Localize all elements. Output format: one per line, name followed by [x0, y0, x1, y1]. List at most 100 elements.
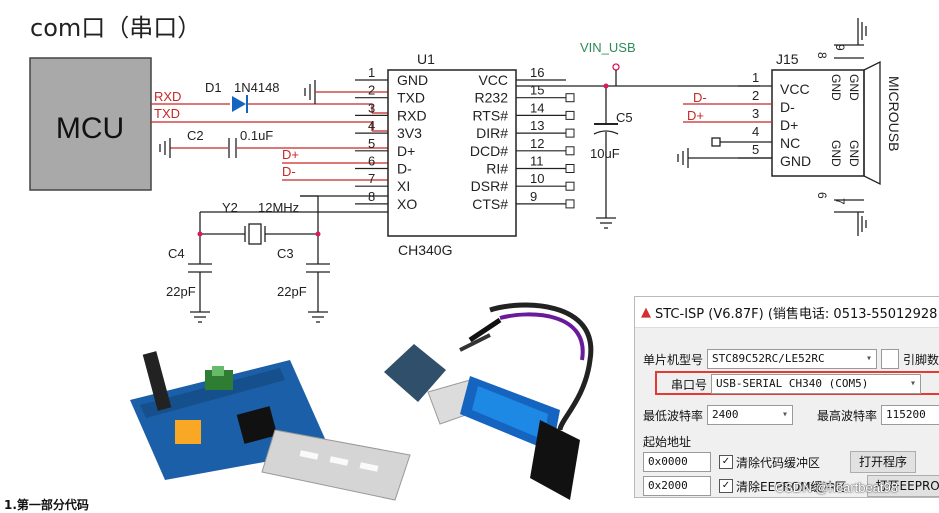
c4-ref: C4: [168, 246, 185, 261]
d1-ref: D1: [205, 80, 222, 95]
isp-clear-code-checkbox[interactable]: ✓: [719, 455, 733, 469]
j15-pin-name: D-: [780, 99, 795, 115]
isp-max-baud-label: 最高波特率: [817, 408, 878, 423]
j15-pin-7: 7: [833, 198, 847, 205]
u1-name: CH340G: [398, 242, 452, 258]
u1-nc-marker: [565, 128, 575, 138]
isp-port-label: 串口号: [671, 377, 708, 392]
isp-chk1-label: 清除代码缓冲区: [736, 455, 821, 470]
isp-start-addr-row: 起始地址: [643, 433, 691, 450]
j15-dplus-net: D+: [687, 108, 704, 123]
u1-pin-num: 3: [368, 100, 375, 115]
capacitor-c4: [188, 263, 212, 323]
j15-pin-8: 8: [815, 52, 829, 59]
isp-chk2-label: 清除EEPROM缓冲区: [736, 479, 847, 494]
u1-pin-num: 11: [530, 154, 544, 169]
diode-d1: [232, 95, 248, 113]
u1-pin-num: 4: [368, 118, 375, 133]
u1-nc-marker: [565, 164, 575, 173]
j15-usb-wires: [683, 103, 772, 123]
isp-mcu-label: 单片机型号: [643, 352, 704, 367]
u1-pin-name: DSR#: [471, 178, 509, 194]
u1-pin-num: 10: [530, 171, 544, 186]
j15-gnd-wire: [677, 137, 772, 168]
u1-dplus-net: D+: [282, 147, 299, 162]
isp-open-program-button[interactable]: 打开程序: [850, 451, 917, 473]
u1-pin-name: 3V3: [397, 125, 422, 141]
j15-pin-num: 4: [752, 124, 759, 139]
isp-mcu-row: 单片机型号 STC89C52RC/LE52RC ▾ 引脚数: [643, 349, 939, 369]
u1-pin-num: 8: [368, 189, 375, 204]
u1-pin-num: 9: [530, 189, 537, 204]
isp-mcu-aux: [881, 349, 900, 369]
isp-addr1-value: 0x0000: [648, 455, 688, 468]
ground-symbol-pin1: [304, 80, 388, 104]
isp-min-baud-select[interactable]: 2400▾: [707, 405, 794, 425]
u1-pin-name: TXD: [397, 90, 425, 106]
y2-ref: Y2: [222, 200, 238, 215]
u1-nc-marker: [565, 199, 575, 209]
u1-pin-name: D+: [397, 143, 415, 159]
isp-addr1-input[interactable]: 0x0000: [643, 452, 711, 472]
isp-addr2-input[interactable]: 0x2000: [643, 476, 711, 496]
capacitor-c3: [306, 263, 330, 323]
isp-mcu-select[interactable]: STC89C52RC/LE52RC ▾: [707, 349, 878, 369]
isp-pins-label: 引脚数: [903, 352, 939, 367]
isp-port-select[interactable]: USB-SERIAL CH340 (COM5) ▾: [711, 374, 922, 394]
isp-titlebar: ▲ STC-ISP (V6.87F) (销售电话: 0513-55012928: [635, 297, 939, 328]
u1-pin-name: RTS#: [472, 107, 508, 123]
j15-shield-grounds: [834, 18, 867, 236]
isp-open-eeprom-button[interactable]: 打开EEPRO: [866, 475, 939, 497]
isp-port-value: USB-SERIAL CH340 (COM5): [716, 377, 869, 390]
j15-gnd-label: GND: [847, 140, 861, 167]
mcu-wires: [151, 103, 388, 132]
u1-pin-name: GND: [397, 72, 428, 88]
junction-c3: [315, 231, 321, 237]
c2-value: 0.1uF: [240, 128, 273, 143]
mcu-block: [29, 57, 152, 191]
chevron-down-icon: ▾: [909, 378, 917, 389]
c5-value: 10uF: [590, 146, 620, 161]
u1-pin-name: VCC: [478, 72, 508, 88]
isp-baud-row: 最低波特率 2400▾ 最高波特率 115200: [643, 405, 939, 425]
u1-pin-num: 6: [368, 154, 375, 169]
u1-pin-name: DIR#: [476, 125, 508, 141]
isp-port-highlight: [655, 371, 939, 395]
isp-addr1-row: 0x0000 ✓ 清除代码缓冲区 打开程序: [643, 451, 917, 473]
u1-ref: U1: [417, 51, 435, 67]
u1-pin-num: 1: [368, 65, 375, 80]
u1-nc-marker: [565, 146, 575, 156]
isp-mcu-value: STC89C52RC/LE52RC: [712, 352, 825, 365]
u1-pin-num: 13: [530, 118, 544, 133]
j15-pin-name: D+: [780, 117, 798, 133]
mcu-label: MCU: [56, 112, 124, 145]
u1-dminus-net: D-: [282, 164, 296, 179]
u1-pin-num: 12: [530, 136, 544, 151]
capacitor-c2: [170, 138, 388, 158]
c4-value: 22pF: [166, 284, 196, 299]
isp-max-baud-select[interactable]: 115200: [881, 405, 939, 425]
isp-clear-eeprom-checkbox[interactable]: ✓: [719, 479, 733, 493]
j15-pin-9: 9: [833, 44, 847, 51]
u1-pin-name: XO: [397, 196, 417, 212]
j15-pin-num: 2: [752, 88, 759, 103]
j15-pin-name: GND: [780, 153, 811, 169]
isp-max-baud-value: 115200: [886, 408, 926, 421]
c3-ref: C3: [277, 246, 294, 261]
j15-gnd-label: GND: [847, 74, 861, 101]
y2-value: 12MHz: [258, 200, 299, 215]
u1-pin-name: DCD#: [470, 143, 508, 159]
j15-pin-num: 3: [752, 106, 759, 121]
chevron-down-icon: ▾: [865, 353, 873, 364]
u1-nc-marker: [565, 93, 575, 103]
stc-logo-icon: ▲: [641, 304, 651, 320]
chevron-down-icon: ▾: [781, 409, 789, 420]
ground-symbol-c2: [159, 138, 171, 158]
u1-nc-marker: [565, 181, 575, 191]
crystal-y2: [199, 195, 319, 264]
stc-isp-window: ▲ STC-ISP (V6.87F) (销售电话: 0513-55012928 …: [634, 296, 939, 498]
u1-pin-name: RI#: [486, 161, 508, 177]
